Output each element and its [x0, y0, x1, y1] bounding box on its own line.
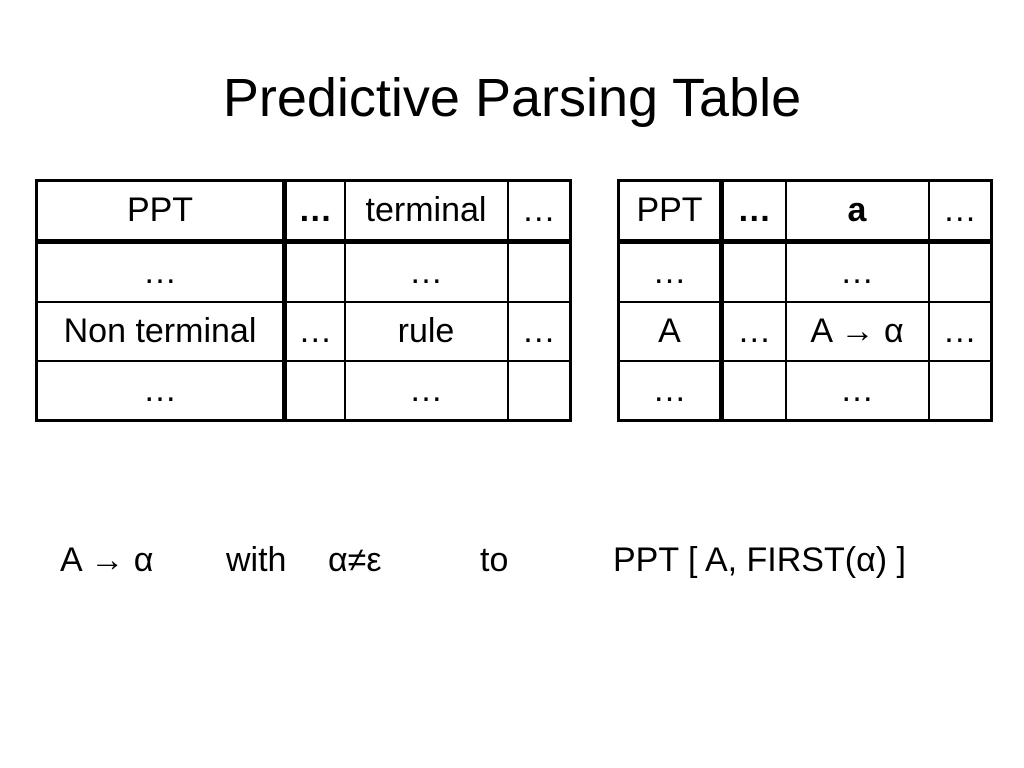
table-cell — [506, 240, 572, 303]
generic-parsing-table: PPT … terminal … … … Non terminal … rule… — [35, 179, 572, 422]
table-cell — [506, 360, 572, 422]
table-row: Non terminal … rule … — [35, 301, 572, 362]
table-cell: … — [35, 240, 287, 303]
header-cell-terminal-a: a — [784, 179, 930, 244]
table-cell — [283, 240, 346, 303]
header-cell-ellipsis: … — [506, 179, 572, 244]
table-cell: … — [927, 301, 993, 362]
header-cell-ellipsis: … — [720, 179, 787, 244]
table-row: … … — [617, 240, 993, 303]
formula-to: to — [480, 541, 509, 579]
header-cell-terminal: terminal — [343, 179, 509, 244]
header-cell-ellipsis: … — [283, 179, 346, 244]
table-cell: … — [784, 240, 930, 303]
header-cell-ellipsis: … — [927, 179, 993, 244]
table-cell: … — [617, 240, 724, 303]
table-cell — [720, 240, 787, 303]
table-row: A … A → α … — [617, 301, 993, 362]
table-cell: … — [343, 360, 509, 422]
table-cell: … — [784, 360, 930, 422]
table-cell-rule: A → α — [784, 301, 930, 362]
table-cell-nonterminal-a: A — [617, 301, 724, 362]
table-row: … … — [35, 240, 572, 303]
header-cell-ppt: PPT — [617, 179, 724, 244]
slide-title: Predictive Parsing Table — [222, 68, 802, 128]
formula-rule: A → α — [60, 541, 154, 579]
header-cell-ppt: PPT — [35, 179, 287, 244]
table-cell — [720, 360, 787, 422]
table-cell-rule: rule — [343, 301, 509, 362]
formula-target: PPT [ A, FIRST(α) ] — [613, 541, 906, 579]
table-cell: … — [283, 301, 346, 362]
table-cell: … — [617, 360, 724, 422]
table-cell: … — [35, 360, 287, 422]
table-cell-nonterminal: Non terminal — [35, 301, 287, 362]
formula-condition: α≠ε — [328, 541, 382, 579]
formula-with: with — [226, 541, 287, 579]
table-header-row: PPT … a … — [617, 179, 993, 244]
example-parsing-table: PPT … a … … … A … A → α … … … — [617, 179, 993, 422]
table-header-row: PPT … terminal … — [35, 179, 572, 244]
table-row: … … — [35, 360, 572, 422]
table-row: … … — [617, 360, 993, 422]
table-cell — [283, 360, 346, 422]
table-cell — [927, 360, 993, 422]
table-cell: … — [343, 240, 509, 303]
table-cell — [927, 240, 993, 303]
table-cell: … — [720, 301, 787, 362]
table-cell: … — [506, 301, 572, 362]
